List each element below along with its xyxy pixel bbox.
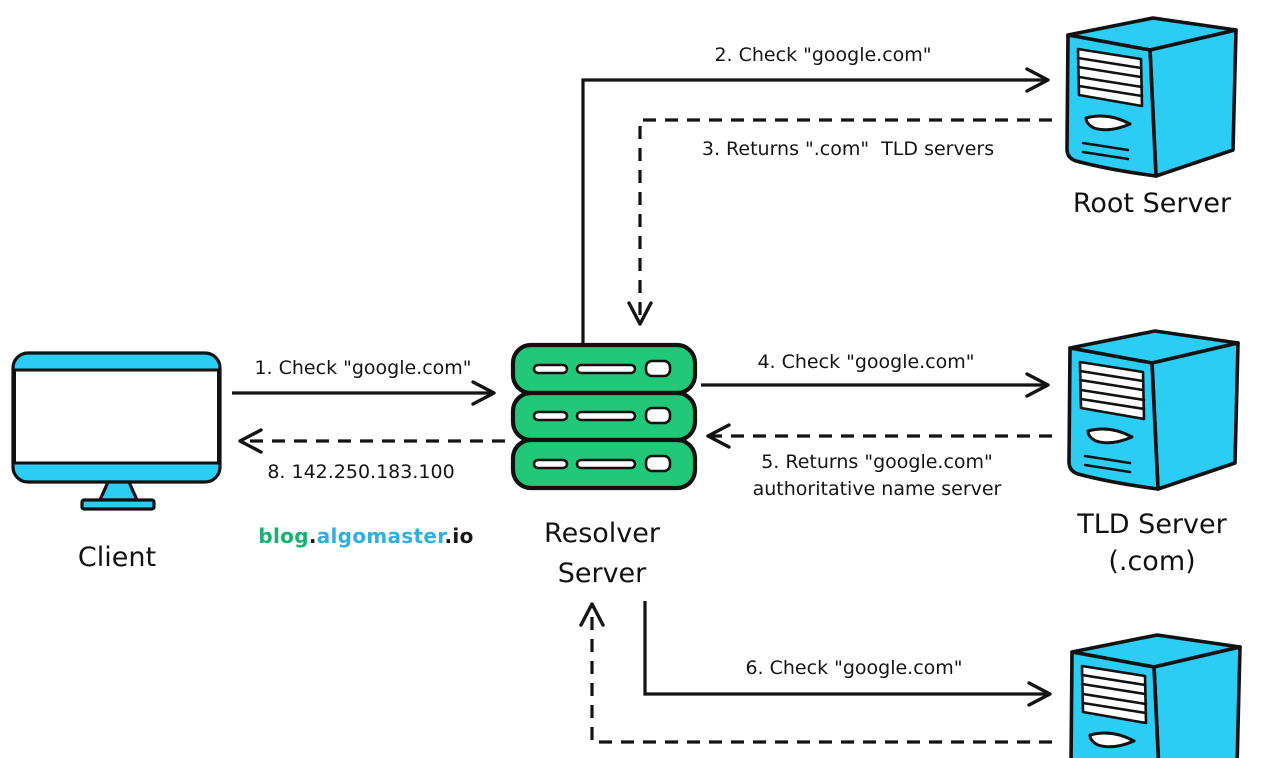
label-step2: 2. Check "google.com" bbox=[714, 44, 932, 66]
branding-blog-algomaster: blog.algomaster.io bbox=[258, 525, 473, 548]
branding-io: .io bbox=[444, 524, 474, 548]
root-server-icon bbox=[1065, 16, 1238, 178]
label-step6: 6. Check "google.com" bbox=[745, 657, 963, 679]
label-step1: 1. Check "google.com" bbox=[254, 357, 472, 379]
authoritative-server-icon bbox=[1069, 633, 1242, 758]
label-tld-server-line1: TLD Server bbox=[1077, 509, 1227, 540]
label-root-server: Root Server bbox=[1072, 188, 1232, 219]
resolver-server-icon bbox=[510, 342, 698, 491]
arrow-step6-resolver-to-authoritative bbox=[643, 601, 1052, 707]
label-resolver-line2: Server bbox=[557, 558, 647, 589]
label-client: Client bbox=[77, 542, 157, 573]
branding-dot: . bbox=[308, 524, 317, 548]
arrow-step7-authoritative-to-resolver bbox=[579, 602, 1052, 744]
arrow-step3-root-to-resolver bbox=[627, 118, 1052, 326]
label-step5-line1: 5. Returns "google.com" bbox=[761, 451, 993, 473]
tld-server-icon bbox=[1067, 329, 1240, 491]
branding-blog: blog bbox=[258, 524, 309, 548]
label-step5-line2: authoritative name server bbox=[752, 478, 1002, 500]
label-tld-server-line2: (.com) bbox=[1108, 546, 1196, 577]
arrow-step2-resolver-to-root bbox=[581, 67, 1050, 344]
label-step8: 8. 142.250.183.100 bbox=[267, 461, 455, 483]
label-step4: 4. Check "google.com" bbox=[757, 351, 975, 373]
branding-algomaster: algomaster bbox=[316, 524, 445, 548]
client-monitor-icon bbox=[11, 351, 222, 511]
label-resolver-line1: Resolver bbox=[544, 518, 660, 549]
label-step3: 3. Returns ".com" TLD servers bbox=[701, 138, 995, 160]
